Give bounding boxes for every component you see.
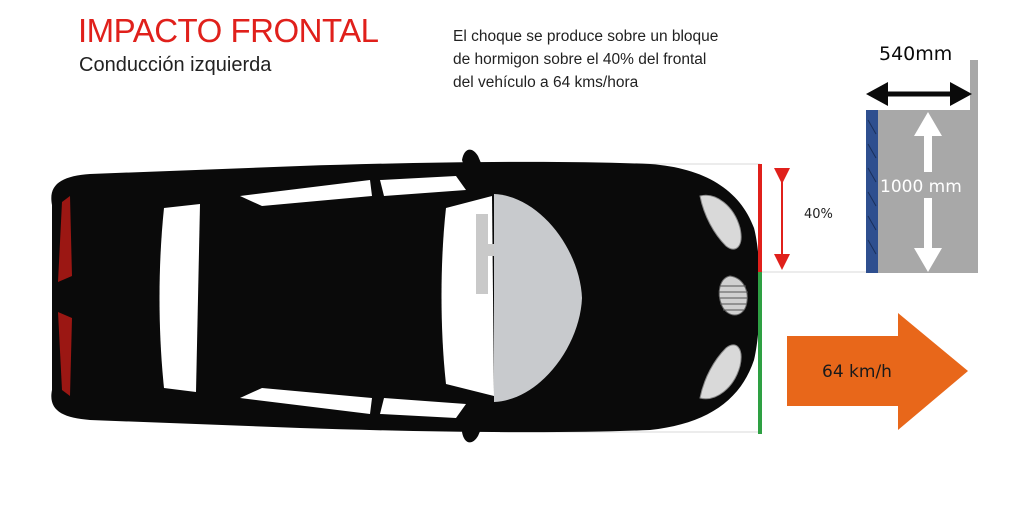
page-title: IMPACTO FRONTAL (78, 12, 379, 49)
concrete-block: 1000 mm (866, 60, 978, 273)
test-description: El choque se produce sobre un bloque de … (453, 25, 753, 94)
block-top-edge (970, 60, 978, 273)
overlap-label: 40% (804, 207, 833, 222)
speed-label: 64 km/h (822, 362, 892, 382)
car-body (51, 161, 760, 433)
side-window-rear-left (240, 180, 372, 206)
side-window-rear-right (240, 388, 372, 414)
headlight-right (699, 344, 742, 400)
block-height-label: 1000 mm (880, 177, 962, 197)
side-window-front-right (380, 398, 466, 418)
description-line: El choque se produce sobre un bloque (453, 28, 719, 45)
tail-light-right (58, 312, 72, 396)
page-subtitle: Conducción izquierda (79, 54, 272, 76)
steering-column (476, 214, 488, 294)
rear-window (159, 204, 200, 392)
block-deformable-face (866, 110, 878, 273)
headlight-left (699, 194, 742, 250)
car-top-view (51, 149, 760, 443)
height-arrow-top (914, 112, 942, 172)
grille-lines (719, 285, 748, 311)
speed-arrow (787, 313, 968, 430)
tail-light-left (58, 196, 72, 282)
block-face-texture (867, 119, 877, 255)
block-width-arrow (866, 82, 972, 106)
windshield (494, 194, 582, 402)
side-window-front-left (380, 176, 466, 196)
height-arrow-bottom (914, 198, 942, 272)
description-line: de hormigon sobre el 40% del frontal (453, 51, 707, 68)
description-line: del vehículo a 64 kms/hora (453, 74, 639, 91)
block-width-label: 540mm (879, 43, 952, 65)
